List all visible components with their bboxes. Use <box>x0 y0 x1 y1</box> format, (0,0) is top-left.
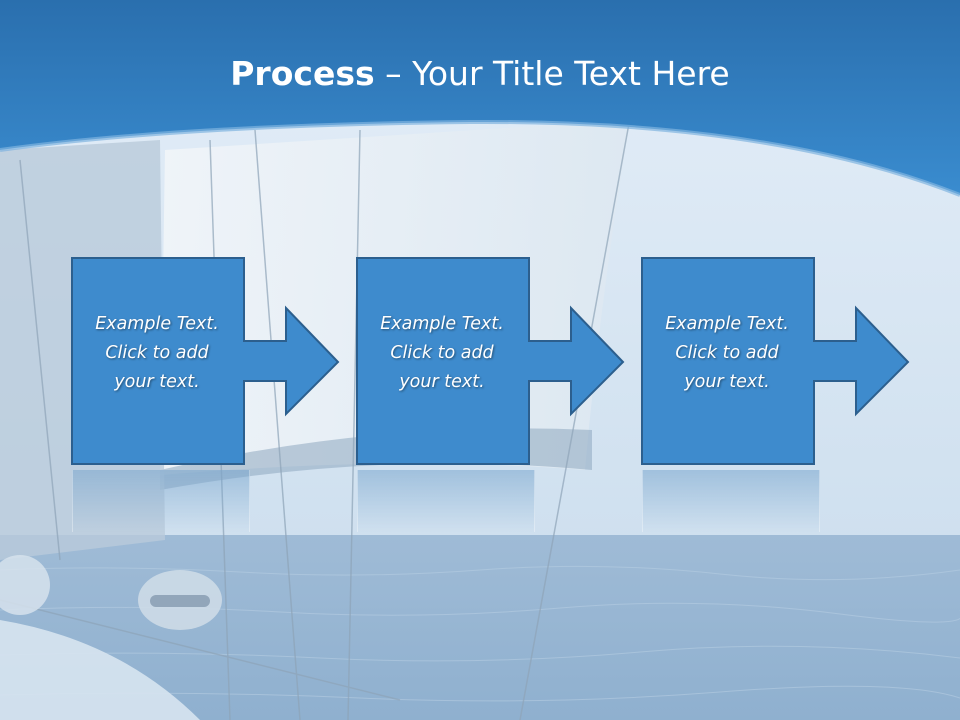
step-2-line-3: your text. <box>399 372 485 392</box>
step-2-text[interactable]: Example Text. Click to add your text. <box>357 310 527 397</box>
slide-title[interactable]: Process – Your Title Text Here <box>0 52 960 96</box>
step-3-text[interactable]: Example Text. Click to add your text. <box>642 310 812 397</box>
process-step-1[interactable]: Example Text. Click to add your text. <box>70 256 360 471</box>
step-2-line-2: Click to add <box>390 343 494 363</box>
step-3-arrow-shape <box>641 257 910 465</box>
process-step-2[interactable]: Example Text. Click to add your text. <box>355 256 645 471</box>
step-1-line-3: your text. <box>114 372 200 392</box>
step-3-reflection <box>642 470 820 532</box>
step-3-line-2: Click to add <box>675 343 779 363</box>
step-1-text[interactable]: Example Text. Click to add your text. <box>72 310 242 397</box>
step-1-arrow-shape <box>71 257 340 465</box>
step-1-line-1: Example Text. <box>95 314 219 334</box>
step-1-reflection <box>72 470 250 532</box>
title-rest-part: – Your Title Text Here <box>374 54 730 93</box>
step-2-arrow-shape <box>356 257 625 465</box>
step-3-line-3: your text. <box>684 372 770 392</box>
title-bold-part: Process <box>230 54 375 93</box>
step-2-reflection <box>357 470 535 532</box>
step-2-line-1: Example Text. <box>380 314 504 334</box>
step-1-line-2: Click to add <box>105 343 209 363</box>
step-3-line-1: Example Text. <box>665 314 789 334</box>
process-step-3[interactable]: Example Text. Click to add your text. <box>640 256 930 471</box>
